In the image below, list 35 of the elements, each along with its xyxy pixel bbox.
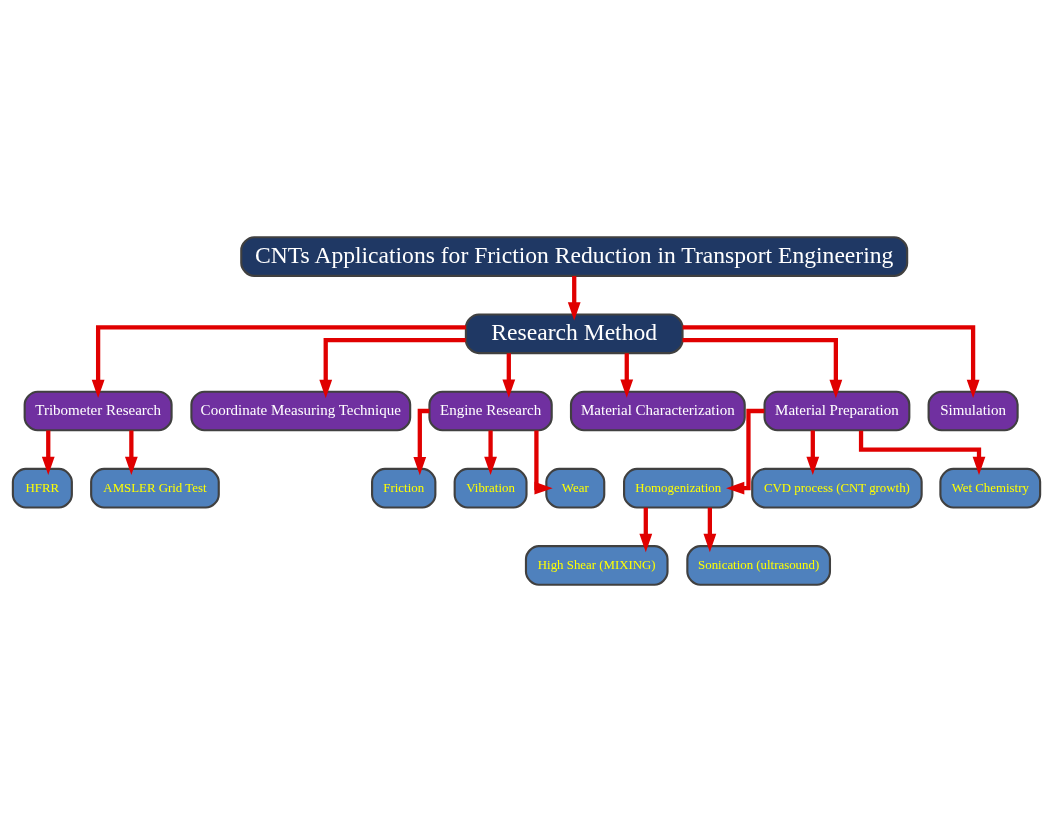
arrow xyxy=(726,408,765,495)
node-box: Material Characterization xyxy=(569,390,746,432)
node-box: Engine Research xyxy=(428,390,553,432)
arrow xyxy=(682,338,843,399)
arrow xyxy=(413,408,430,476)
node-box: CVD process (CNT growth) xyxy=(751,467,923,509)
arrow xyxy=(319,338,466,399)
node-box: Vibration xyxy=(453,467,528,509)
arrow xyxy=(682,325,980,399)
node-box: HFRR xyxy=(11,467,73,509)
arrow xyxy=(502,353,516,398)
node-box: Coordinate Measuring Technique xyxy=(190,390,412,432)
node-box: Simulation xyxy=(927,390,1019,432)
node-box: Friction xyxy=(371,467,437,509)
arrow xyxy=(124,430,138,475)
node-box: CNTs Applications for Friction Reduction in Transport Engineering xyxy=(240,236,909,277)
node-box: Material Preparation xyxy=(763,390,911,432)
arrow xyxy=(91,325,466,399)
arrow xyxy=(620,353,634,398)
arrow xyxy=(806,430,820,475)
node-box: Tribometer Research xyxy=(23,390,173,432)
node-box: AMSLER Grid Test xyxy=(90,467,220,509)
node-box: Wet Chemistry xyxy=(939,467,1042,509)
arrow xyxy=(703,507,717,553)
node-box: Research Method xyxy=(464,313,684,355)
arrow xyxy=(567,276,581,321)
arrow xyxy=(534,430,553,495)
node-box: Sonication (ultrasound) xyxy=(686,545,832,586)
node-box: High Shear (MIXING) xyxy=(524,545,669,586)
arrow xyxy=(858,430,986,475)
arrow xyxy=(639,507,653,553)
arrow xyxy=(484,430,497,475)
node-box: Homogenization xyxy=(623,467,734,509)
arrow xyxy=(41,430,55,475)
node-box: Wear xyxy=(545,467,606,509)
